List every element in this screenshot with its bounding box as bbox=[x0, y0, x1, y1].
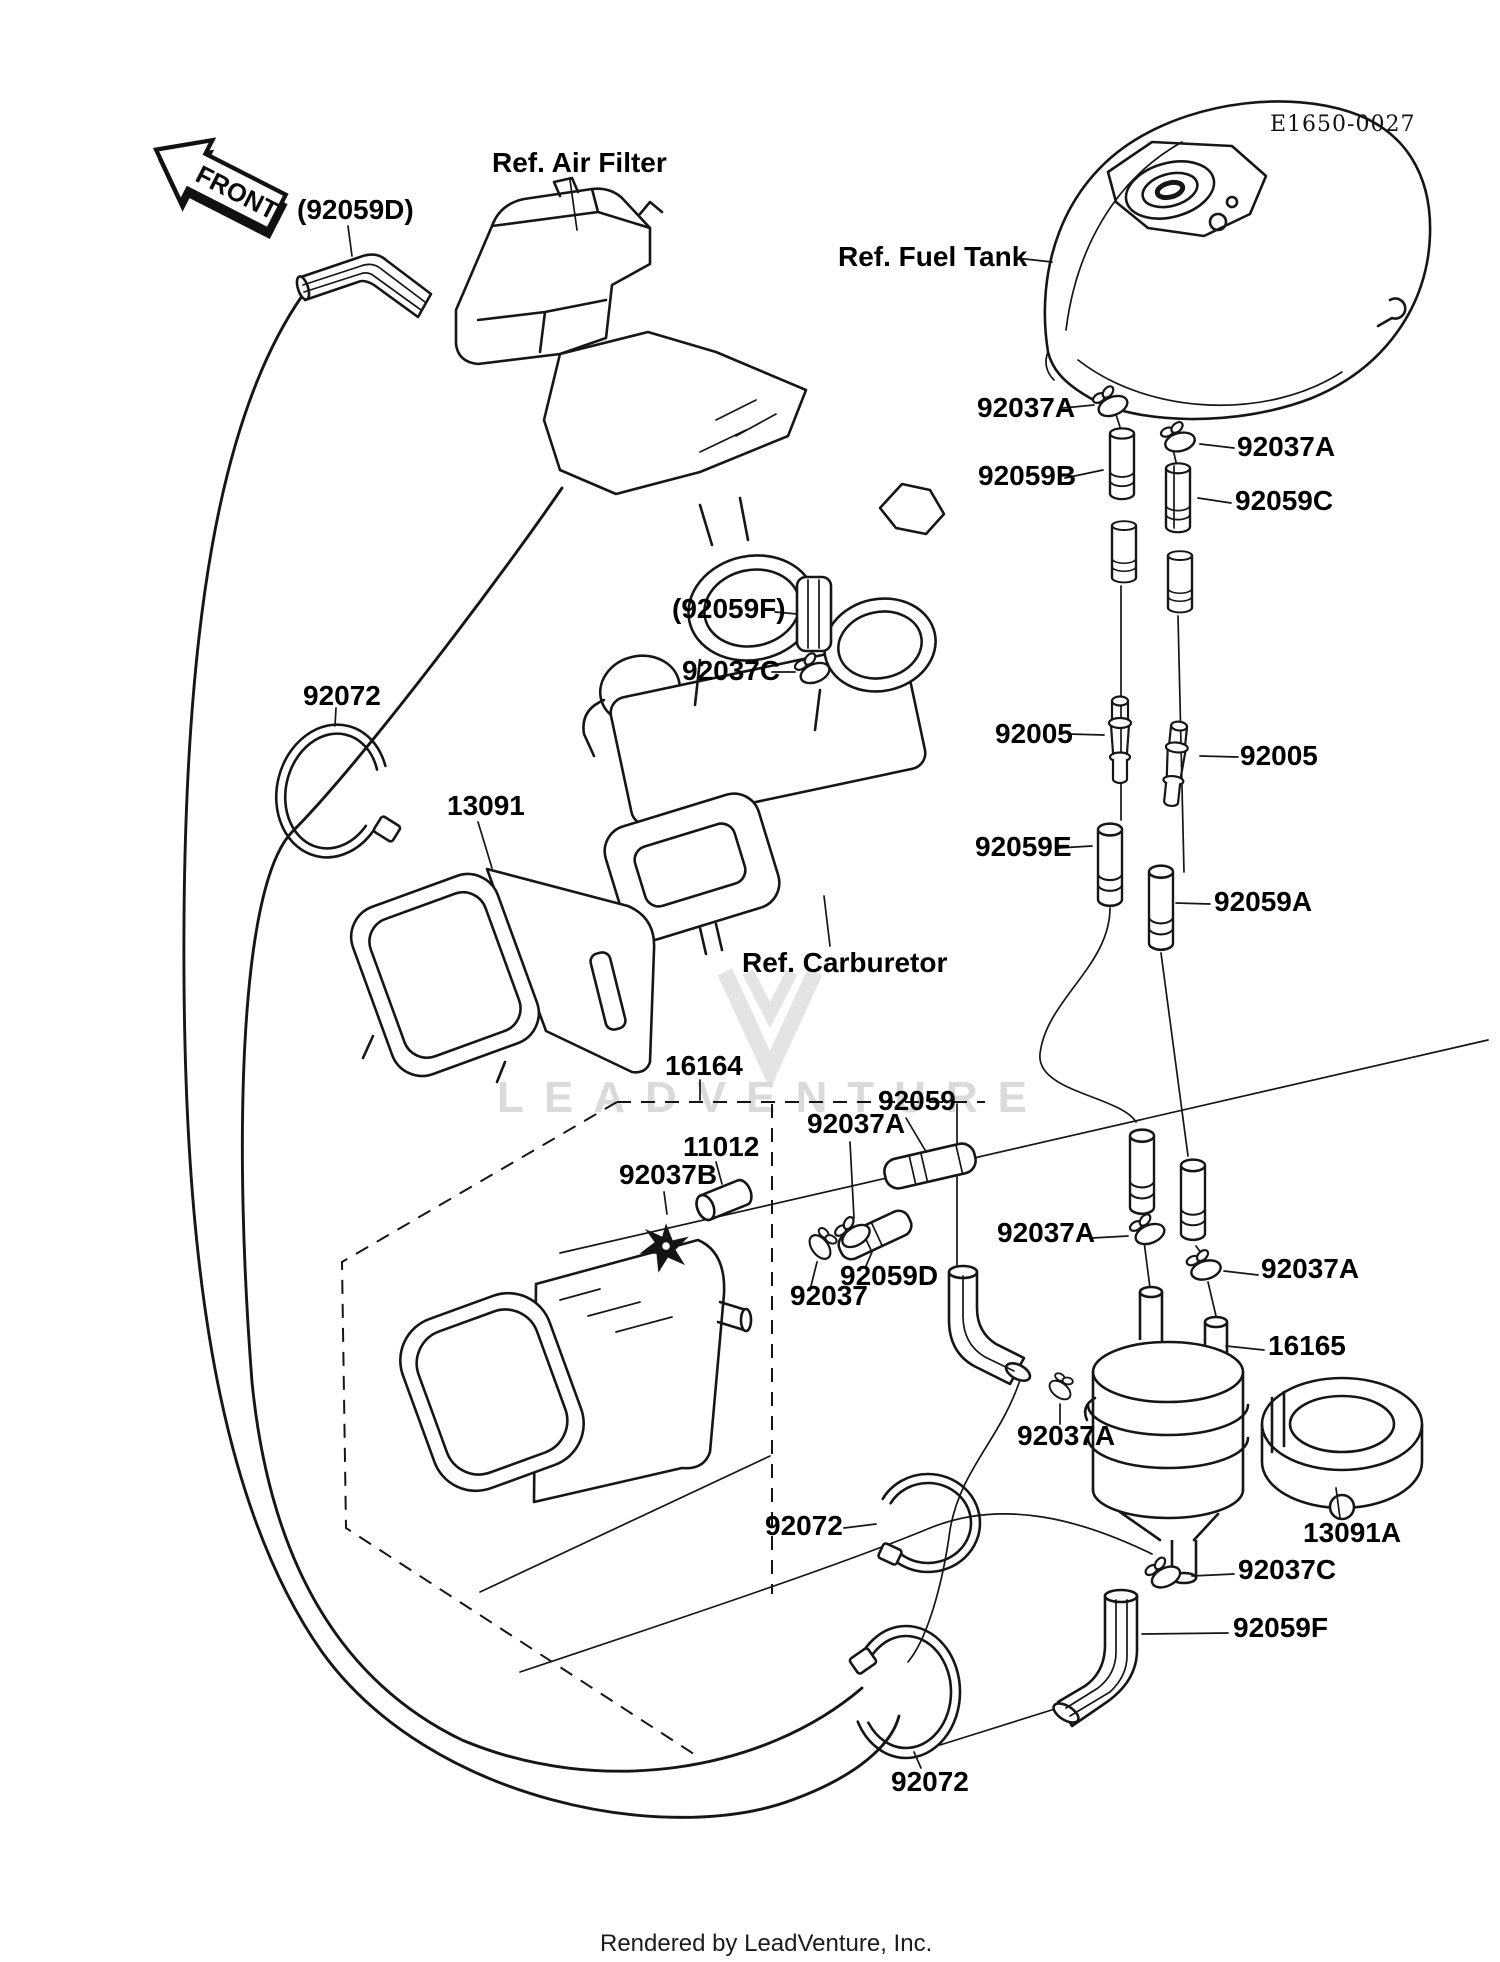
part-label-92005-1: 92005 bbox=[995, 718, 1073, 749]
small-tubes bbox=[1096, 427, 1207, 1242]
wire-clamps bbox=[792, 383, 1227, 1594]
tube-mid-right bbox=[1179, 1158, 1207, 1242]
canister-nipple bbox=[716, 1300, 748, 1332]
clamp-92037c-2 bbox=[1141, 1552, 1186, 1594]
sleeve-92059-drawing bbox=[883, 1142, 977, 1190]
tube-92059c bbox=[1164, 462, 1192, 534]
sleeve-92059d-lower-drawing bbox=[837, 1209, 913, 1261]
part-label-92059d-ref: (92059D) bbox=[297, 194, 414, 225]
part-label-92005-2: 92005 bbox=[1240, 740, 1318, 771]
fuel-cap-inner bbox=[1154, 179, 1186, 201]
part-label-13091a: 13091A bbox=[1303, 1517, 1401, 1548]
tube-92059b-lower bbox=[1110, 520, 1138, 584]
air-duct-13091-drawing bbox=[349, 867, 656, 1084]
hose-elbow-to-ring bbox=[907, 1379, 1021, 1663]
tube-92059a bbox=[1147, 864, 1175, 952]
part-label-92059a: 92059A bbox=[1214, 886, 1312, 917]
hose-diagonal-short bbox=[479, 1455, 771, 1593]
filter-side-stub bbox=[1083, 1396, 1097, 1422]
part-label-92059f: 92059F bbox=[1233, 1612, 1328, 1643]
damper-11012-drawing bbox=[695, 1178, 753, 1222]
fitting-92005-left bbox=[1108, 695, 1132, 785]
holder-notch bbox=[1328, 1493, 1356, 1521]
tank-rear-hook bbox=[1376, 297, 1407, 328]
front-direction-arrow: FRONT bbox=[152, 137, 289, 240]
watermark-logo-chevron-inner bbox=[742, 969, 798, 1029]
part-label-92072-3: 92072 bbox=[891, 1766, 969, 1797]
part-label-16164: 16164 bbox=[665, 1050, 743, 1081]
leadventure-watermark: LEADVENTURE bbox=[497, 968, 1047, 1122]
part-label-92037a-3: 92037A bbox=[807, 1108, 905, 1139]
part-label-92037b: 92037B bbox=[619, 1159, 717, 1190]
band-clamp-buckle bbox=[372, 815, 402, 843]
part-label-92037a-1: 92037A bbox=[977, 392, 1075, 423]
band-clamp-92072-upper bbox=[274, 723, 402, 859]
part-label-92059: 92059 bbox=[878, 1085, 956, 1116]
clamp-92037a-5 bbox=[1181, 1244, 1227, 1287]
fuel-cap-panel bbox=[1106, 140, 1268, 238]
part-label-92072-2: 92072 bbox=[765, 1510, 843, 1541]
tube-92059b bbox=[1108, 427, 1136, 501]
band-clamp-92072-lower bbox=[848, 1624, 962, 1760]
part-label-92037a-5: 92037A bbox=[1261, 1253, 1359, 1284]
part-label-92059b: 92059B bbox=[978, 460, 1076, 491]
tube-92059f-upper-drawing bbox=[795, 575, 833, 653]
hose-92059e-down bbox=[1039, 907, 1137, 1123]
hose-bottom-elbow-feed bbox=[939, 1707, 1059, 1746]
part-label-92059e: 92059E bbox=[975, 831, 1072, 862]
part-label-92037a-4: 92037A bbox=[997, 1217, 1095, 1248]
tube-mid-left bbox=[1128, 1128, 1156, 1216]
clamp-92037a-6 bbox=[1040, 1365, 1083, 1409]
holder-13091a-drawing bbox=[1260, 1376, 1424, 1521]
part-label-92059d: 92059D bbox=[840, 1260, 938, 1291]
hose-through-mid-ring bbox=[519, 1513, 1153, 1673]
hose-92059a-down bbox=[1160, 952, 1189, 1157]
part-label-92037c-2: 92037C bbox=[1238, 1554, 1336, 1585]
elbow-hose-mid-drawing bbox=[947, 1264, 1032, 1386]
part-label-92072-1: 92072 bbox=[303, 680, 381, 711]
clip-92037b-drawing bbox=[639, 1223, 689, 1273]
canister-dashed-box bbox=[340, 1101, 985, 1759]
hose-92059d-upper-drawing bbox=[295, 253, 433, 319]
fuel-filter-16165-drawing bbox=[1083, 1285, 1250, 1585]
ref-carburetor-label: Ref. Carburetor bbox=[742, 947, 947, 978]
part-label-16165: 16165 bbox=[1268, 1330, 1346, 1361]
part-label-92037a-6: 92037A bbox=[1017, 1420, 1115, 1451]
part-label-92059f-ref: (92059F) bbox=[672, 593, 786, 624]
part-label-92037: 92037 bbox=[790, 1280, 868, 1311]
part-label-92059c: 92059C bbox=[1235, 485, 1333, 516]
fuel-cap-mid bbox=[1141, 171, 1199, 209]
diagram-code: E1650-0027 bbox=[1270, 112, 1415, 137]
part-label-92037c-1: 92037C bbox=[682, 655, 780, 686]
clamp-92037a-2 bbox=[1155, 416, 1202, 460]
vent-hose-inner-loop bbox=[240, 486, 864, 1773]
band-clamp-92072-middle bbox=[874, 1472, 982, 1574]
leader-lines bbox=[334, 179, 1341, 1769]
watermark-text: LEADVENTURE bbox=[497, 1073, 1047, 1122]
clamp-92037a-4 bbox=[1127, 1211, 1169, 1250]
tube-92059e bbox=[1096, 822, 1124, 908]
labels: E1650-0027 Ref. Air Filter Ref. Fuel Tan… bbox=[297, 112, 1415, 1797]
band-clamp-buckle bbox=[877, 1542, 903, 1566]
part-label-13091: 13091 bbox=[447, 790, 525, 821]
vent-hose-outer-loop bbox=[182, 294, 901, 1819]
watermark-logo-chevron bbox=[717, 968, 823, 1090]
hose-routing-lines bbox=[182, 294, 1489, 1819]
tube-92059c-lower bbox=[1166, 550, 1194, 614]
elbow-hose-92059f-drawing bbox=[1052, 1588, 1139, 1728]
fuel-tank-drawing bbox=[1043, 100, 1432, 421]
front-arrow-body bbox=[152, 137, 289, 233]
ref-air-filter-label: Ref. Air Filter bbox=[492, 147, 667, 178]
air-filter-drawing bbox=[454, 176, 808, 496]
part-label-92037a-2: 92037A bbox=[1237, 431, 1335, 462]
fitting-92005-right bbox=[1158, 719, 1192, 809]
footer-credit: Rendered by LeadVenture, Inc. bbox=[600, 1930, 932, 1957]
canister-16164-drawing bbox=[399, 1238, 753, 1504]
band-clamp-buckle bbox=[848, 1647, 878, 1675]
carburetor-drawing bbox=[582, 482, 946, 956]
ref-fuel-tank-label: Ref. Fuel Tank bbox=[838, 241, 1028, 272]
part-label-11012: 11012 bbox=[683, 1131, 759, 1162]
